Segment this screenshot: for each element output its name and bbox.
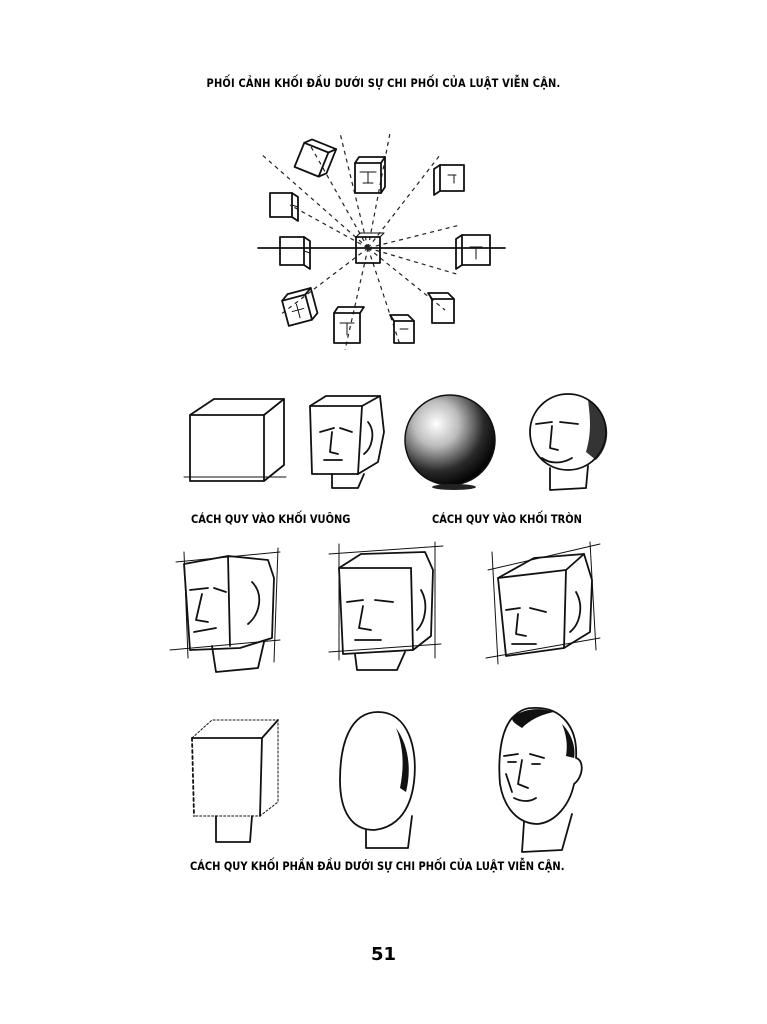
shaded-sphere	[402, 392, 502, 490]
cube-bottom-center	[334, 307, 364, 343]
box-head-perspective-3	[484, 540, 606, 670]
box-head-sketch	[302, 392, 392, 492]
caption-square-method: CÁCH QUY VÀO KHỐI VUÔNG	[191, 512, 351, 526]
cube-horizon-left	[280, 237, 310, 269]
egg-head-sketch	[334, 708, 424, 848]
finished-head-drawing	[492, 704, 588, 854]
cube-bottom-left	[281, 288, 319, 326]
cube-left	[270, 193, 298, 221]
round-head-sketch	[526, 388, 608, 496]
cube-right-lower	[428, 293, 454, 323]
box-sketch-neck	[180, 712, 290, 846]
page-title: PHỐI CẢNH KHỐI ĐẦU DƯỚI SỰ CHI PHỐI CỦA …	[206, 76, 561, 90]
perspective-cubes-diagram	[250, 125, 510, 365]
cube-top-right	[434, 165, 464, 195]
box-head-perspective-2	[325, 540, 447, 674]
cube-center	[356, 233, 384, 263]
cube-horizon-right	[456, 235, 490, 269]
cube-outline	[180, 395, 290, 487]
cube-top-center	[355, 157, 385, 193]
page-number: 51	[370, 944, 397, 965]
box-head-perspective-1	[168, 542, 286, 680]
cube-bottom-right-small	[390, 315, 414, 343]
cube-top-left	[295, 137, 337, 179]
caption-round-method: CÁCH QUY VÀO KHỐI TRÒN	[432, 512, 582, 526]
caption-bottom: CÁCH QUY KHỐI PHẦN ĐẦU DƯỚI SỰ CHI PHỐI …	[190, 859, 565, 873]
